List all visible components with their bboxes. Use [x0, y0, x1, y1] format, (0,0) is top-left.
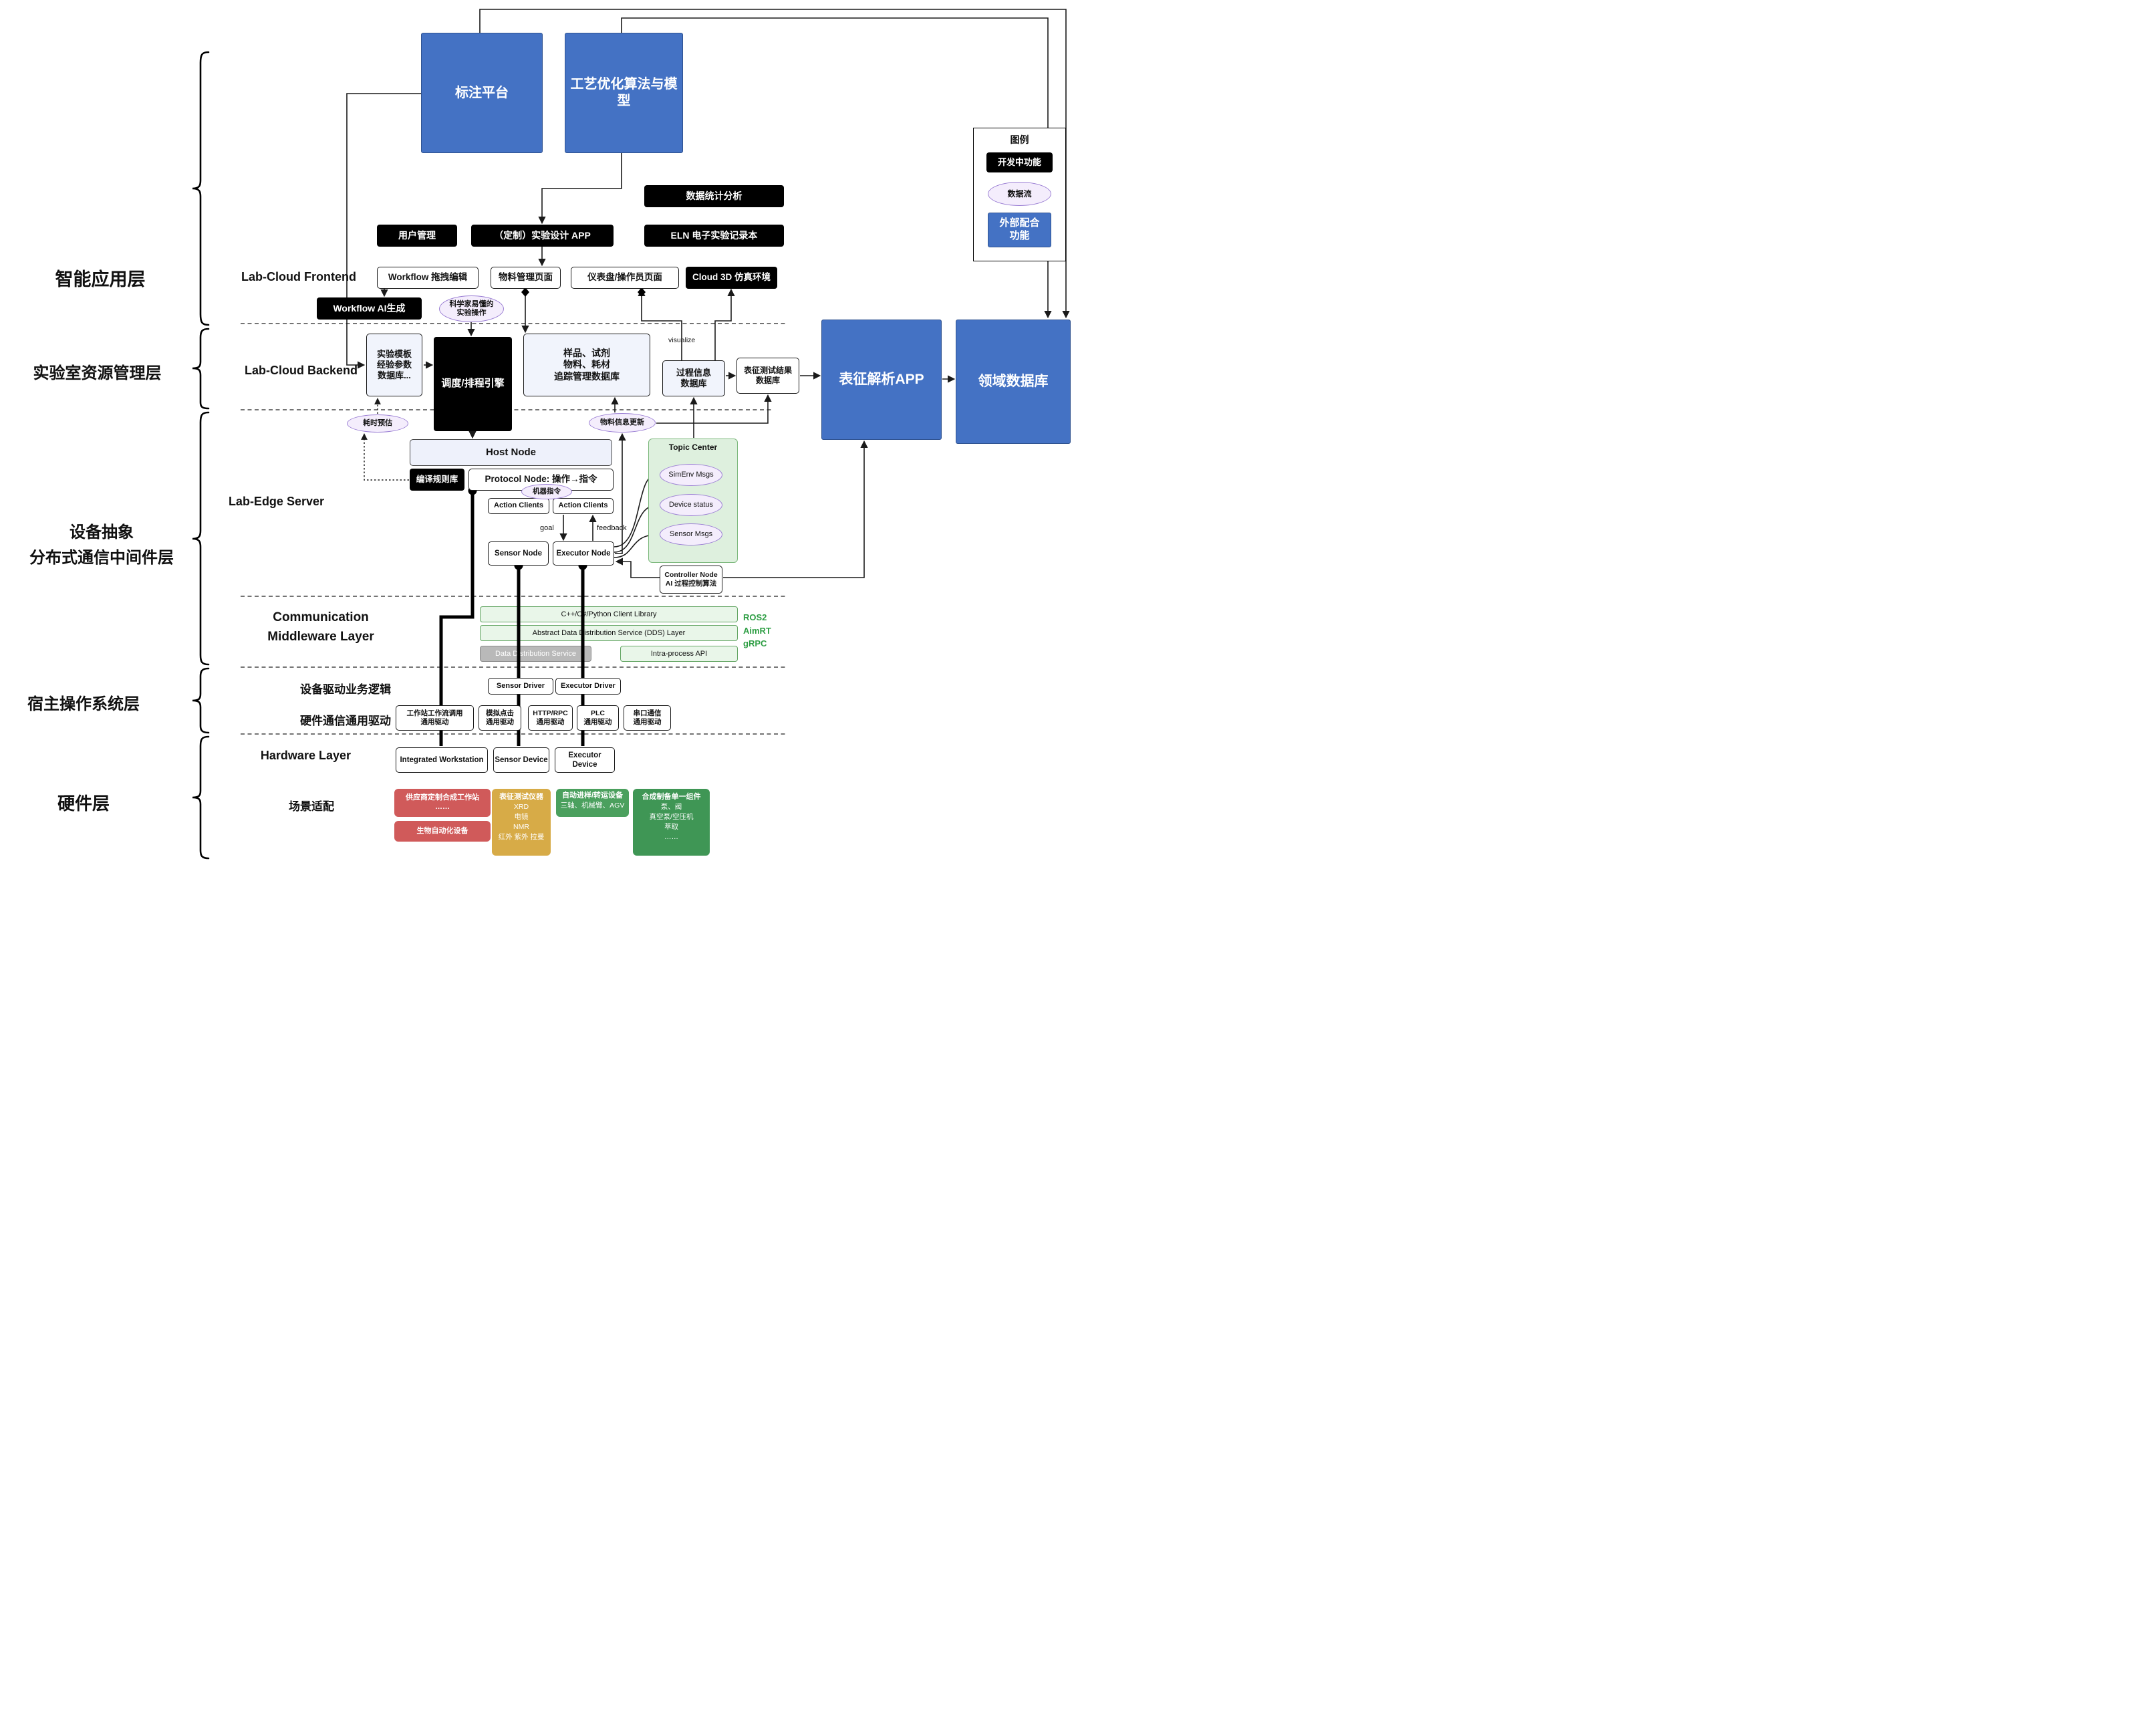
device-status-dataflow: Device status	[660, 494, 722, 516]
transfer-equipment-box: 自动进样/转运设备 三轴、机械臂、AGV	[556, 789, 629, 817]
eln-box: ELN 电子实验记录本	[644, 225, 784, 247]
connector-layer	[192, 9, 1070, 860]
section-label-scene: 场景适配	[289, 800, 334, 813]
scheduler-box: 调度/排程引擎	[434, 337, 512, 431]
legend-title: 图例	[1010, 134, 1029, 145]
domain-db-box: 领域数据库	[956, 320, 1071, 444]
dds-service-bar: Data Distribution Service	[480, 646, 591, 662]
intra-process-api-bar: Intra-process API	[620, 646, 738, 662]
sample-db-box: 样品、试剂 物料、耗材 追踪管理数据库	[523, 334, 650, 396]
legend-external-chip: 外部配合 功能	[988, 213, 1051, 247]
drv-workstation-box: 工作站工作流调用 通用驱动	[396, 705, 474, 731]
layer-label-app: 智能应用层	[55, 269, 146, 289]
layer-label-middleware: 设备抽象 分布式通信中间件层	[29, 523, 174, 568]
layer-label-resource: 实验室资源管理层	[33, 364, 162, 382]
executor-device-box: Executor Device	[555, 747, 615, 773]
layer-label-host-os: 宿主操作系统层	[27, 695, 140, 713]
cloud-3d-box: Cloud 3D 仿真环境	[686, 267, 777, 289]
simenv-msgs-dataflow: SimEnv Msgs	[660, 464, 722, 486]
sensor-driver-box: Sensor Driver	[488, 678, 553, 695]
topic-center-title: Topic Center	[668, 443, 718, 452]
architecture-diagram: Topic Center C++/C#/Python Client Librar…	[0, 0, 1078, 860]
integrated-workstation-box: Integrated Workstation	[396, 747, 488, 773]
time-estimate-dataflow: 耗时预估	[347, 414, 408, 433]
layer-label-hardware: 硬件层	[57, 793, 110, 814]
data-stats-box: 数据统计分析	[644, 185, 784, 207]
executor-node-box: Executor Node	[553, 541, 614, 566]
exp-design-app-box: （定制）实验设计 APP	[471, 225, 614, 247]
action-clients-1-box: Action Clients	[488, 498, 549, 514]
section-label-hw-comm: 硬件通信通用驱动	[300, 715, 391, 727]
synthesis-components-box: 合成制备单一组件 泵、阀 真空泵/空压机 萃取 ……	[633, 789, 710, 856]
feedback-label: feedback	[597, 524, 627, 532]
char-instruments-title: 表征测试仪器	[499, 793, 543, 801]
section-label-backend: Lab-Cloud Backend	[244, 364, 358, 377]
sensor-msgs-dataflow: Sensor Msgs	[660, 523, 722, 545]
compile-rules-box: 编译规则库	[410, 469, 464, 491]
section-label-device-logic: 设备驱动业务逻辑	[300, 683, 391, 696]
legend-dev-chip: 开发中功能	[986, 152, 1053, 172]
client-library-bar: C++/C#/Python Client Library	[480, 606, 738, 622]
controller-node-box: Controller Node AI 过程控制算法	[660, 566, 722, 594]
transfer-equipment-items: 三轴、机械臂、AGV	[560, 801, 625, 810]
transfer-equipment-title: 自动进样/转运设备	[561, 791, 624, 800]
executor-driver-box: Executor Driver	[555, 678, 621, 695]
workflow-ai-box: Workflow AI生成	[317, 297, 422, 320]
drv-plc-box: PLC 通用驱动	[577, 705, 619, 731]
dashboard-box: 仪表盘/操作员页面	[571, 267, 679, 289]
protocol-node-box: Protocol Node: 操作→指令	[468, 469, 614, 491]
section-label-edge: Lab-Edge Server	[228, 495, 324, 508]
user-mgmt-box: 用户管理	[377, 225, 457, 247]
bio-automation-box: 生物自动化设备	[394, 821, 491, 842]
action-clients-2-box: Action Clients	[553, 498, 614, 514]
material-page-box: 物料管理页面	[491, 267, 561, 289]
char-analysis-app-box: 表征解析APP	[821, 320, 942, 440]
sensor-device-box: Sensor Device	[493, 747, 549, 773]
visualize-label: visualize	[668, 336, 696, 344]
layer-braces	[192, 51, 210, 860]
annotation-platform-box: 标注平台	[421, 33, 543, 153]
dds-abstract-layer-bar: Abstract Data Distribution Service (DDS)…	[480, 625, 738, 641]
sensor-node-box: Sensor Node	[488, 541, 549, 566]
template-db-box: 实验模板 经验参数 数据库...	[366, 334, 422, 396]
host-node-box: Host Node	[410, 439, 612, 466]
drv-click-box: 模拟点击 通用驱动	[479, 705, 521, 731]
process-db-box: 过程信息 数据库	[662, 360, 725, 396]
section-label-comm: Communication Middleware Layer	[267, 610, 374, 644]
layer-separators	[241, 323, 785, 735]
process-optimization-box: 工艺优化算法与模型	[565, 33, 683, 153]
synthesis-components-title: 合成制备单一组件	[642, 793, 701, 801]
middleware-stacks-label: ROS2 AimRT gRPC	[743, 612, 771, 648]
legend-dataflow-chip: 数据流	[988, 182, 1051, 206]
section-label-frontend: Lab-Cloud Frontend	[241, 270, 356, 283]
char-result-db-box: 表征测试结果 数据库	[736, 358, 799, 394]
char-instruments-box: 表征测试仪器 XRD 电镜 NMR 红外 紫外 拉曼	[492, 789, 551, 856]
drv-http-box: HTTP/RPC 通用驱动	[528, 705, 573, 731]
synthesis-components-items: 泵、阀 真空泵/空压机 萃取 ……	[649, 802, 694, 842]
machine-cmd-dataflow: 机器指令	[521, 484, 572, 499]
material-update-dataflow: 物料信息更新	[589, 413, 656, 433]
aggregation-diamonds	[521, 287, 646, 297]
drv-serial-box: 串口通信 通用驱动	[624, 705, 671, 731]
scientist-ops-dataflow: 科学家易懂的 实验操作	[439, 295, 504, 322]
section-label-hardware-layer: Hardware Layer	[260, 749, 351, 762]
workflow-edit-box: Workflow 拖拽编辑	[377, 267, 479, 289]
vendor-workstation-box: 供应商定制合成工作站 ……	[394, 789, 491, 817]
char-instruments-items: XRD 电镜 NMR 红外 紫外 拉曼	[498, 802, 545, 842]
goal-label: goal	[540, 524, 554, 532]
